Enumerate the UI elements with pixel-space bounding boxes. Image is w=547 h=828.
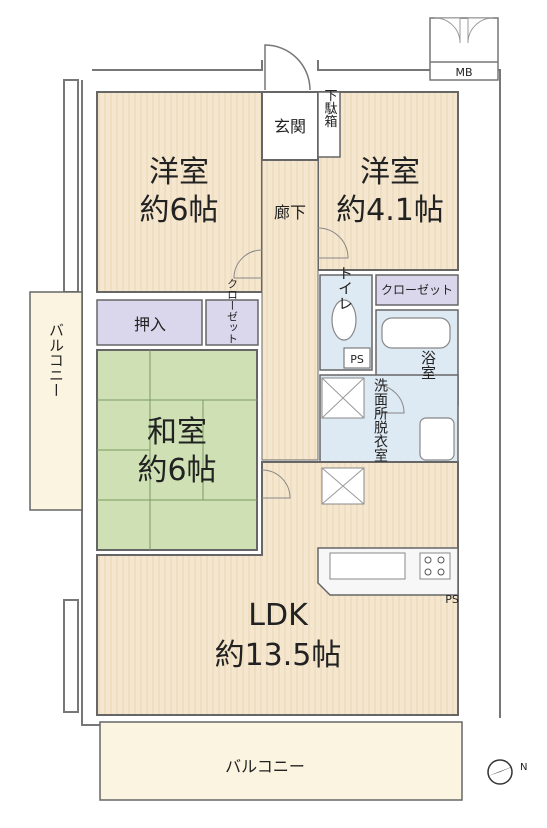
shaft-1 [321, 377, 365, 419]
hallway-label: 廊下 [274, 203, 306, 222]
closet-2-area [375, 274, 459, 306]
western-room-2-name: 洋室 [360, 155, 420, 190]
closet-2-label: クローゼット [381, 283, 453, 297]
western-room-1-name: 洋室 [149, 155, 209, 190]
entrance-floor [261, 91, 319, 161]
toilet-label: トイレ [336, 266, 354, 311]
shoe-box-area [317, 91, 341, 158]
mb-box [429, 17, 499, 81]
compass-icon: N [487, 759, 527, 785]
closet-1-label: クローゼット [226, 278, 239, 344]
balcony-south-area [99, 721, 463, 801]
wash-basin [419, 417, 455, 461]
bathtub [381, 317, 451, 349]
japanese-room-floor [96, 349, 258, 551]
door-swings [233, 227, 405, 499]
balcony-side-area [29, 291, 83, 511]
japanese-room-name: 和室 [147, 415, 207, 450]
compass-label: N [520, 762, 527, 773]
oshiire-label: 押入 [134, 315, 166, 334]
mb-label: MB [455, 66, 472, 79]
ldk-floor [96, 461, 459, 716]
western-room-1-size: 約6帖 [139, 193, 218, 228]
bath-label: 浴室 [419, 350, 437, 380]
hallway-floor [261, 159, 319, 461]
kitchen-counter [317, 547, 459, 596]
shaft-2 [321, 467, 365, 505]
room-labels: 洋室 約6帖 洋室 約4.1帖 和室 約6帖 LDK 約13.5帖 玄関 下駄箱… [47, 66, 473, 776]
western-room-2-size: 約4.1帖 [336, 193, 444, 228]
balcony-south-label: バルコニー [225, 757, 305, 776]
shoe-box-label: 下駄箱 [322, 89, 338, 128]
toilet-fixture [331, 299, 357, 341]
balcony-side-label: バルコニー [47, 323, 65, 398]
ps-label-2: PS [445, 593, 459, 606]
closet-1-area [205, 299, 259, 346]
entrance-label: 玄関 [274, 117, 306, 136]
ps-area-1 [343, 347, 371, 369]
ldk-size: 約13.5帖 [215, 638, 342, 673]
washroom-label: 洗面所脱衣室 [372, 378, 388, 462]
japanese-room-size: 約6帖 [137, 453, 216, 488]
oshiire-area [96, 299, 203, 346]
ldk-name: LDK [248, 598, 309, 633]
ps-label-1: PS [350, 353, 364, 366]
western-room-1-floor [96, 91, 263, 293]
front-door-swing [264, 44, 311, 91]
